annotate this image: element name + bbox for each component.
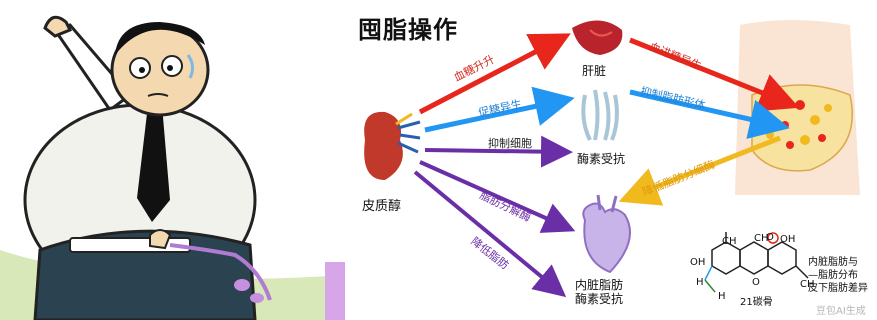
liver-icon [572,20,623,55]
arrow-promote-glycogen [424,86,575,133]
atom-label: OH [690,257,706,268]
legend-line-2: —脂肪分布 [808,270,858,281]
atom-label: H [696,277,704,288]
cartoon-man-illustration [0,0,345,320]
molecule-caption: 21碳骨 [740,297,773,308]
enzyme-icon [581,89,619,141]
belly-illustration [735,20,860,195]
arrow-reduce-fat [413,170,567,298]
visceral-label: 内脏脂肪 酶素受抗 [575,278,624,306]
kidney-icon [364,111,421,180]
arrow-blood-sugar-up [418,33,571,115]
legend-line-1: 内脏脂肪与 [808,257,858,268]
atom-label: O [766,232,774,243]
arrow-reduce-fat-enzyme [618,135,781,206]
arrow-inhibit-cells [424,135,573,168]
arrow-blood-sugar-rise [629,37,800,112]
atom-label: OH [780,234,796,245]
molecule-structure [704,232,809,293]
atom-label: CH [722,236,737,247]
watermark: 豆包AI生成 [816,306,866,317]
legend-line-3: 皮下脂肪差异 [808,283,868,294]
atom-label: CH [754,233,769,244]
atom-label: H [718,291,726,302]
source-organ-label: 皮质醇 [362,199,402,214]
cortisol-fat-diagram [364,20,860,298]
arrow-inhibit-fat-form [629,89,790,139]
enzyme-label: 酶素受抗 [577,152,626,166]
arrow-fat-breakdown [419,160,576,233]
label-inhibit-cells: 抑制细胞 [488,137,532,150]
liver-label: 肝脏 [582,64,607,78]
atom-label: O [752,277,760,288]
page-title: 囤脂操作 [358,16,458,44]
atom-label: CH [800,279,815,290]
visceral-organ-icon [582,194,631,274]
